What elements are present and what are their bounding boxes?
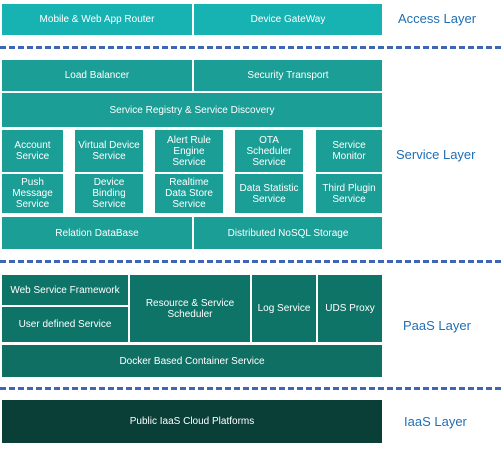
service-registry-box: Service Registry & Service Discovery bbox=[2, 93, 382, 127]
third-plugin-box: Third Plugin Service bbox=[316, 174, 382, 213]
public-iaas-box: Public IaaS Cloud Platforms bbox=[2, 400, 382, 443]
divider-access-service bbox=[0, 46, 501, 49]
push-message-box: Push Message Service bbox=[2, 174, 63, 213]
user-defined-service-box: User defined Service bbox=[2, 307, 128, 342]
docker-container-box: Docker Based Container Service bbox=[2, 345, 382, 377]
uds-proxy-box: UDS Proxy bbox=[318, 275, 382, 342]
log-service-box: Log Service bbox=[252, 275, 316, 342]
ota-scheduler-box: OTA Scheduler Service bbox=[235, 130, 303, 172]
divider-service-paas bbox=[0, 260, 501, 263]
realtime-data-store-box: Realtime Data Store Service bbox=[155, 174, 223, 213]
data-statistic-box: Data Statistic Service bbox=[235, 174, 303, 213]
app-router-box: Mobile & Web App Router bbox=[2, 4, 192, 35]
device-gateway-box: Device GateWay bbox=[194, 4, 382, 35]
iaas-layer-label: IaaS Layer bbox=[404, 414, 467, 429]
virtual-device-service-box: Virtual Device Service bbox=[75, 130, 143, 172]
load-balancer-box: Load Balancer bbox=[2, 60, 192, 91]
relation-database-box: Relation DataBase bbox=[2, 217, 192, 249]
resource-scheduler-box: Resource & Service Scheduler bbox=[130, 275, 250, 342]
service-monitor-box: Service Monitor bbox=[316, 130, 382, 172]
divider-paas-iaas bbox=[0, 387, 501, 390]
service-layer-label: Service Layer bbox=[396, 147, 476, 162]
device-binding-box: Device Binding Service bbox=[75, 174, 143, 213]
paas-layer-label: PaaS Layer bbox=[403, 318, 471, 333]
access-layer-label: Access Layer bbox=[398, 11, 477, 26]
security-transport-box: Security Transport bbox=[194, 60, 382, 91]
nosql-storage-box: Distributed NoSQL Storage bbox=[194, 217, 382, 249]
web-service-framework-box: Web Service Framework bbox=[2, 275, 128, 305]
alert-rule-engine-box: Alert Rule Engine Service bbox=[155, 130, 223, 172]
account-service-box: Account Service bbox=[2, 130, 63, 172]
